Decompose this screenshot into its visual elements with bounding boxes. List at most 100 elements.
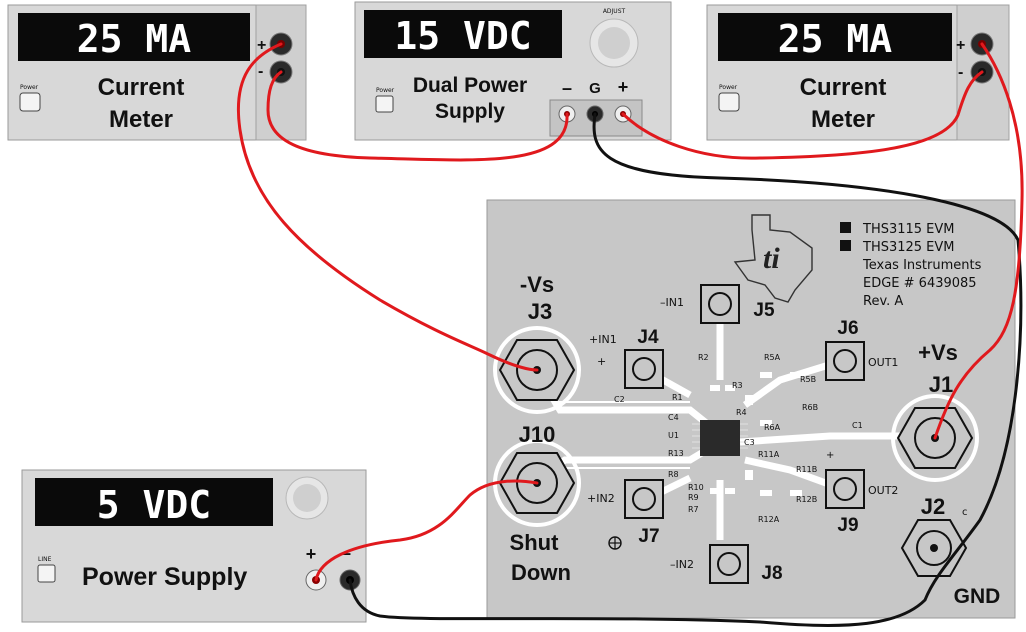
connector-j4[interactable]: [624, 349, 664, 389]
wires: [237, 42, 1024, 628]
comp-r5b: R5B: [800, 375, 816, 384]
connector-j6[interactable]: [825, 341, 865, 381]
meter-right-power-caption: Power: [719, 84, 738, 91]
comp-r9: R9: [688, 493, 699, 502]
power-supply-line-button[interactable]: [37, 564, 56, 583]
j4-plus-mark: +: [597, 355, 606, 368]
j7-name: J7: [638, 526, 659, 547]
current-meter-right: 25 MA Current Meter Power + -: [706, 4, 1010, 141]
dual-supply-reading: 15 VDC: [394, 14, 531, 58]
meter-right-power-button[interactable]: [718, 92, 740, 112]
comp-c4: C4: [668, 413, 679, 422]
comp-r4: R4: [736, 408, 747, 417]
ic-u1-pins: [692, 423, 748, 449]
j3-caption: -Vs: [520, 272, 554, 297]
j2-pin-mark: c: [962, 507, 968, 518]
meter-left-label-2: Meter: [109, 106, 173, 133]
meter-left-reading: 25 MA: [77, 17, 192, 61]
dual-supply-power-caption: Power: [376, 87, 395, 94]
comp-r6b: R6B: [802, 403, 818, 412]
j10-name: J10: [519, 422, 556, 447]
connector-j7[interactable]: [624, 479, 664, 519]
meter-left-label-1: Current: [98, 74, 185, 101]
connector-j5[interactable]: [700, 284, 740, 324]
wire-5v-to-j10: [314, 479, 539, 582]
dual-supply-label-1: Dual Power: [413, 74, 527, 97]
meter-left-minus-label: -: [258, 63, 263, 80]
connector-j9[interactable]: [825, 469, 865, 509]
component-pads: [710, 372, 802, 496]
title-box-2: [840, 240, 851, 251]
meter-right-display: [718, 13, 952, 61]
power-supply-label: Power Supply: [82, 563, 247, 591]
power-supply-line-caption: LINE: [38, 556, 52, 563]
comp-r12b: R12B: [796, 495, 817, 504]
ic-u1: [700, 420, 740, 456]
j9-name: J9: [837, 515, 858, 536]
evm-board: R1 R2 R3 R4 R5A R5B R6A R6B C1 C2 C3 C4 …: [486, 199, 1016, 619]
j5-name: J5: [753, 300, 775, 321]
dual-supply-minus-label: –: [562, 78, 572, 98]
dual-supply-display: [364, 10, 562, 58]
j8-silk: –IN2: [670, 558, 694, 571]
dual-power-supply: 15 VDC ADJUST Dual Power Supply Power – …: [354, 1, 672, 141]
dual-supply-label-2: Supply: [435, 100, 505, 123]
comp-r8: R8: [668, 470, 679, 479]
dual-supply-ground-label: G: [589, 80, 601, 97]
j9-plus-mark: +: [826, 450, 834, 461]
dual-supply-plus-label: +: [618, 77, 629, 97]
comp-u1: U1: [668, 431, 679, 440]
comp-r5a: R5A: [764, 353, 781, 362]
board-title-2: THS3125 EVM: [862, 240, 955, 255]
wire-supply-plus-to-right-meter: [621, 70, 984, 160]
comp-r10: R10: [688, 483, 704, 492]
j1-name: J1: [929, 372, 953, 397]
comp-r11a: R11A: [758, 450, 780, 459]
wire-left-meter-to-j3: [237, 42, 539, 372]
comp-r11b: R11B: [796, 465, 817, 474]
j4-name: J4: [637, 327, 659, 348]
connector-j8[interactable]: [709, 544, 749, 584]
ti-logo: ti: [733, 214, 813, 303]
j2-caption: GND: [954, 585, 1001, 608]
meter-left-power-button[interactable]: [19, 92, 41, 112]
dual-supply-knob-caption: ADJUST: [603, 8, 626, 15]
j4-silk: +IN1: [589, 333, 617, 346]
board-title-1: THS3115 EVM: [862, 222, 955, 237]
comp-r2: R2: [698, 353, 709, 362]
current-meter-left: 25 MA Current Meter Power + -: [7, 4, 307, 141]
power-supply-5v: 5 VDC Power Supply LINE + –: [21, 469, 367, 623]
wire-right-meter-to-j1: [933, 42, 1024, 440]
meter-right-reading: 25 MA: [778, 17, 893, 61]
comp-r12a: R12A: [758, 515, 780, 524]
power-supply-reading: 5 VDC: [97, 483, 211, 527]
power-supply-plus-label: +: [306, 544, 317, 564]
svg-text:ti: ti: [763, 242, 780, 275]
wire-supply-minus-to-left-meter: [266, 70, 569, 162]
j1-caption: +Vs: [918, 340, 958, 365]
board-fiducial: [608, 536, 622, 550]
j7-silk: +IN2: [587, 492, 615, 505]
j9-silk: OUT2: [868, 484, 898, 497]
j10-caption-2: Down: [511, 560, 571, 585]
j8-name: J8: [761, 563, 782, 584]
comp-r1: R1: [672, 393, 683, 402]
comp-r3: R3: [732, 381, 743, 390]
component-labels: R1 R2 R3 R4 R5A R5B R6A R6B C1 C2 C3 C4 …: [614, 353, 863, 524]
meter-left-plus-label: +: [257, 37, 266, 54]
meter-right-minus-label: -: [958, 64, 963, 81]
meter-right-label-2: Meter: [811, 106, 875, 133]
meter-left-display: [18, 13, 250, 61]
j2-name: J2: [921, 494, 945, 519]
j3-name: J3: [528, 299, 552, 324]
wire-ground-supply-to-j2: [348, 112, 1023, 628]
comp-r6a: R6A: [764, 423, 781, 432]
j10-caption-1: Shut: [510, 530, 560, 555]
meter-left-power-caption: Power: [20, 84, 39, 91]
board-title-5: Rev. A: [863, 294, 903, 309]
comp-c1: C1: [852, 421, 863, 430]
meter-right-plus-label: +: [956, 37, 965, 54]
comp-r7: R7: [688, 505, 699, 514]
dual-supply-power-button[interactable]: [375, 95, 394, 113]
